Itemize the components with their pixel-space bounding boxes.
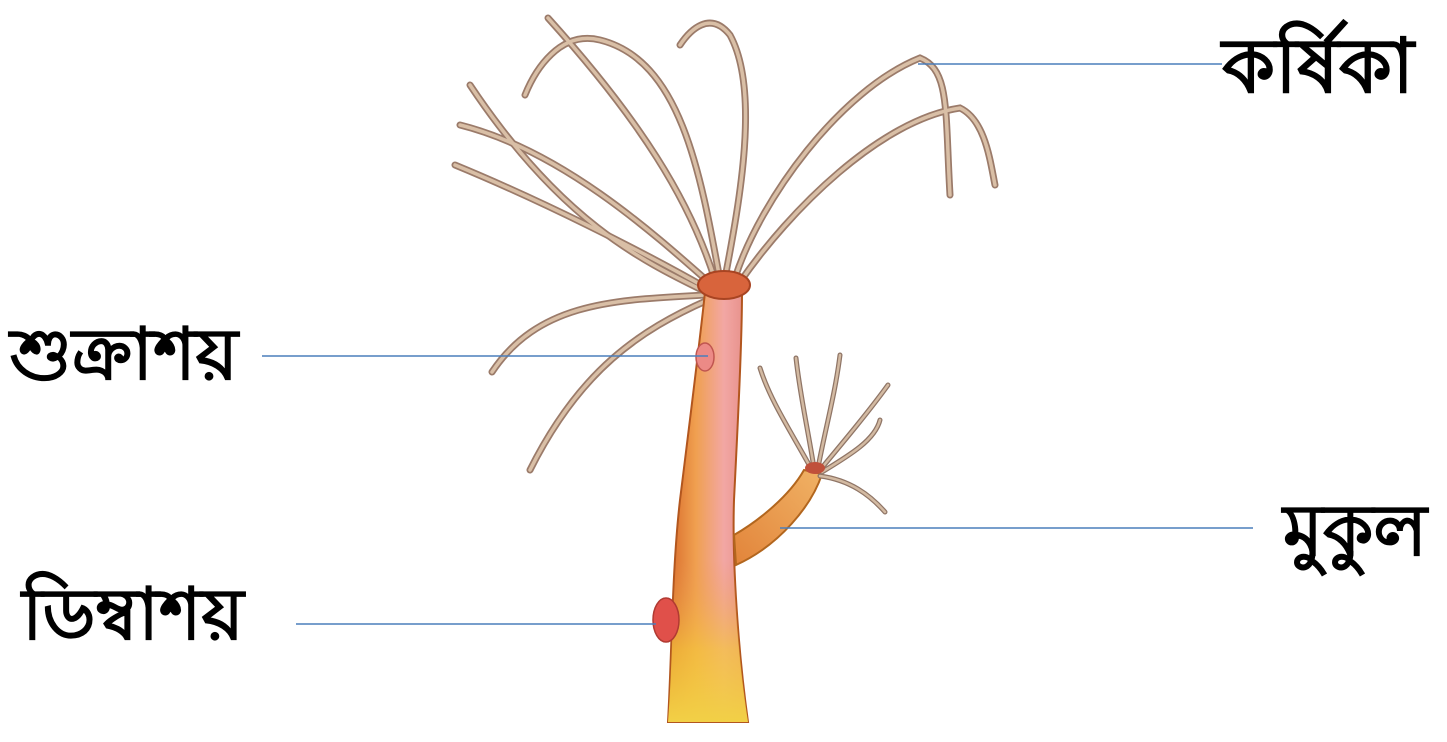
label-testis: শুক্রাশয় xyxy=(10,318,238,390)
bud-tentacles xyxy=(760,355,888,512)
testis-bump xyxy=(696,343,714,371)
bud-hypostome xyxy=(805,462,825,474)
hydra-bud xyxy=(734,470,822,565)
label-tentacle: কর্ষিকা xyxy=(1222,28,1414,104)
hypostome xyxy=(698,271,750,299)
label-ovary: ডিম্বাশয় xyxy=(22,578,244,650)
ovary-bump xyxy=(653,598,679,642)
label-bud: মুকুল xyxy=(1283,494,1427,566)
